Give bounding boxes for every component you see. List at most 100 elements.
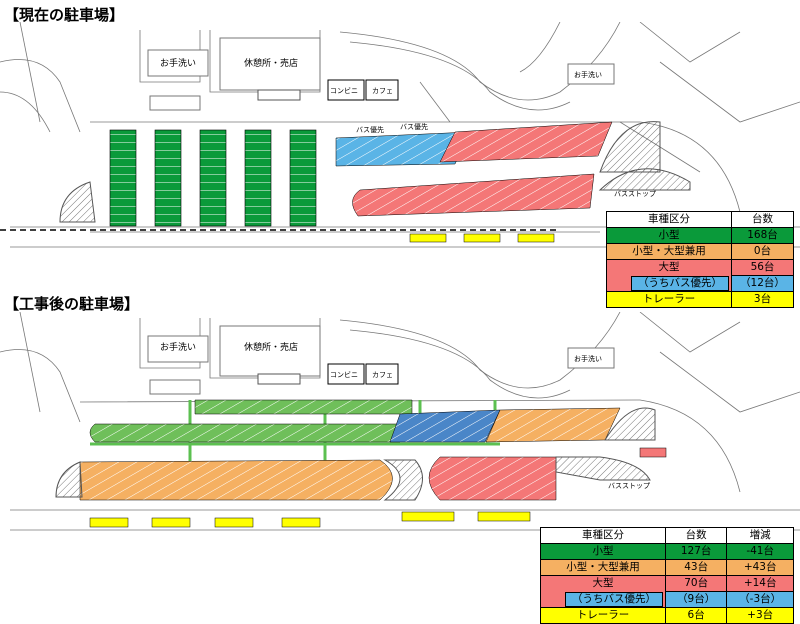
hatched-island-left [59, 181, 96, 223]
current-parking-plan: お手洗い 休憩所・売店 コンビニ カフェ お手洗い バス優先 バス優先 バススト… [0, 22, 800, 248]
small-car-column [244, 129, 272, 227]
table-row: 大型 70台 +14台 [540, 575, 794, 592]
toilet-right-label: お手洗い [574, 70, 602, 79]
row-count: 43台 [664, 559, 728, 576]
toilet-left-label: お手洗い [160, 341, 196, 353]
road-linework [0, 22, 800, 248]
rest-shop-building [219, 325, 321, 377]
bus-stop-island [555, 456, 651, 481]
table-row: 小型・大型兼用 43台 +43台 [540, 559, 794, 576]
row-change: +43台 [726, 559, 794, 576]
large-vehicle-spaces-lower [352, 173, 595, 217]
bus-stop-island [598, 168, 691, 191]
small-car-column [109, 129, 137, 227]
row-count: 6台 [664, 607, 728, 624]
bus-stop-label: バスストップ [608, 482, 650, 490]
row-category-sub: （うちバス優先） [606, 275, 732, 292]
row-count: （9台） [664, 591, 728, 608]
large-vehicle-spaces-upper [439, 121, 613, 163]
toilet-right-label: お手洗い [574, 354, 602, 363]
row-category: トレーラー [606, 291, 732, 308]
row-category: 小型 [540, 543, 666, 560]
convenience-building [327, 363, 365, 385]
post-construction-parking-plan: お手洗い 休憩所・売店 コンビニ カフェ お手洗い バスストップ [0, 312, 800, 531]
shared-spaces-lower [79, 459, 393, 501]
row-count: 56台 [731, 259, 794, 276]
cafe-label: カフェ [372, 87, 393, 95]
row-change: （-3台） [726, 591, 794, 608]
row-change: +14台 [726, 575, 794, 592]
row-category: 小型・大型兼用 [606, 243, 732, 260]
rest-shop-label: 休憩所・売店 [244, 341, 298, 353]
row-count: 127台 [664, 543, 728, 560]
bus-priority-cell: （うちバス優先） [631, 275, 729, 291]
trailer-space [409, 233, 447, 243]
trailer-space [281, 517, 321, 528]
toilet-left-building [147, 49, 209, 77]
row-count: 0台 [731, 243, 794, 260]
row-count: （12台） [731, 275, 794, 292]
bus-priority-spaces [335, 131, 471, 167]
trailer-space [401, 511, 455, 522]
table-row: 小型 127台 -41台 [540, 543, 794, 560]
shared-spaces-upper [485, 407, 621, 443]
trailer-space [89, 517, 129, 528]
table-row: 小型 168台 [606, 227, 794, 244]
trailer-space [463, 233, 501, 243]
row-category: 大型 [540, 575, 666, 592]
header-count: 台数 [664, 527, 728, 544]
cafe-building [365, 79, 399, 101]
small-car-columns [109, 129, 317, 227]
row-category: 大型 [606, 259, 732, 276]
small-car-strip-top [194, 399, 413, 415]
trailer-space [214, 517, 254, 528]
table-header-row: 車種区分 台数 [606, 211, 794, 228]
trailer-space [477, 511, 531, 522]
table-row: （うちバス優先） （12台） [606, 275, 794, 292]
hatched-island-left [55, 461, 83, 498]
bus-priority-label-1: バス優先 [356, 125, 384, 134]
toilet-right-building [567, 63, 615, 85]
table-row: （うちバス優先） （9台） （-3台） [540, 591, 794, 608]
toilet-left-building [147, 335, 209, 363]
small-car-column [199, 129, 227, 227]
table-row: 大型 56台 [606, 259, 794, 276]
rest-shop-building [219, 37, 321, 91]
shop-awning [257, 89, 301, 101]
hatched-island-right [604, 407, 656, 441]
table-row: トレーラー 3台 [606, 291, 794, 308]
table-header-row: 車種区分 台数 増減 [540, 527, 794, 544]
small-car-column [289, 129, 317, 227]
convenience-label: コンビニ [330, 86, 358, 95]
bus-stop-label: バスストップ [614, 190, 656, 198]
current-parking-title: 【現在の駐車場】 [4, 6, 125, 24]
table-row: トレーラー 6台 +3台 [540, 607, 794, 624]
hatched-island-center [383, 459, 423, 501]
row-count: 70台 [664, 575, 728, 592]
convenience-building [327, 79, 365, 101]
row-count: 168台 [731, 227, 794, 244]
cafe-building [365, 363, 399, 385]
accessible-parking [149, 379, 201, 395]
trailer-space [151, 517, 191, 528]
row-category: 小型 [606, 227, 732, 244]
header-change: 増減 [726, 527, 794, 544]
bus-priority-cell: （うちバス優先） [565, 591, 663, 607]
row-category: 小型・大型兼用 [540, 559, 666, 576]
trailer-space [517, 233, 555, 243]
row-change: -41台 [726, 543, 794, 560]
post-construction-parking-table: 車種区分 台数 増減 小型 127台 -41台 小型・大型兼用 43台 +43台… [540, 527, 794, 624]
cafe-label: カフェ [372, 371, 393, 379]
header-count: 台数 [731, 211, 794, 228]
toilet-right-building [567, 347, 615, 369]
table-row: 小型・大型兼用 0台 [606, 243, 794, 260]
bus-priority-spaces [389, 409, 501, 443]
rest-shop-label: 休憩所・売店 [244, 57, 298, 69]
large-vehicle-spaces-lower [428, 456, 557, 501]
small-car-strip-middle [89, 423, 401, 443]
large-vehicle-space-small [639, 447, 667, 458]
row-category-sub: （うちバス優先） [540, 591, 666, 608]
accessible-parking [149, 95, 201, 111]
small-car-column [154, 129, 182, 227]
row-category: トレーラー [540, 607, 666, 624]
